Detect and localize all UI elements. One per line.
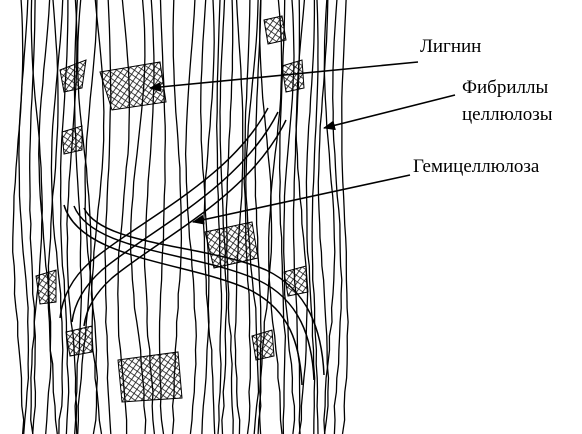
fibril-strand [186,0,197,434]
fibril-strand [226,0,233,434]
lignin-patch [66,326,92,356]
fibril-strand [201,0,209,434]
fibril-strand [31,0,43,434]
lignin-patch [282,60,304,92]
fibril-strand [105,0,111,434]
fibril-strand [342,0,348,434]
lignin-patch [264,16,286,44]
lignin-patch [252,330,274,360]
hemicellulose-bands [60,108,324,385]
lignin-patch [36,270,56,304]
fibrils-label-line1: Фибриллы [462,77,548,98]
hemicellulose-label: Гемицеллюлоза [413,156,540,177]
fibrils-arrow [324,95,455,128]
lignin-label: Лигнин [420,36,481,57]
fibril-strand [235,0,243,434]
lignin-patch [118,352,182,402]
lignin-patch [284,266,308,296]
fibril-strand [39,0,51,434]
lignin-patch [60,60,86,92]
lignin-patches [36,16,308,402]
fibrils-label-line2: целлюлозы [462,104,553,125]
fibril-strand [13,0,24,434]
lignin-patch [62,126,82,154]
